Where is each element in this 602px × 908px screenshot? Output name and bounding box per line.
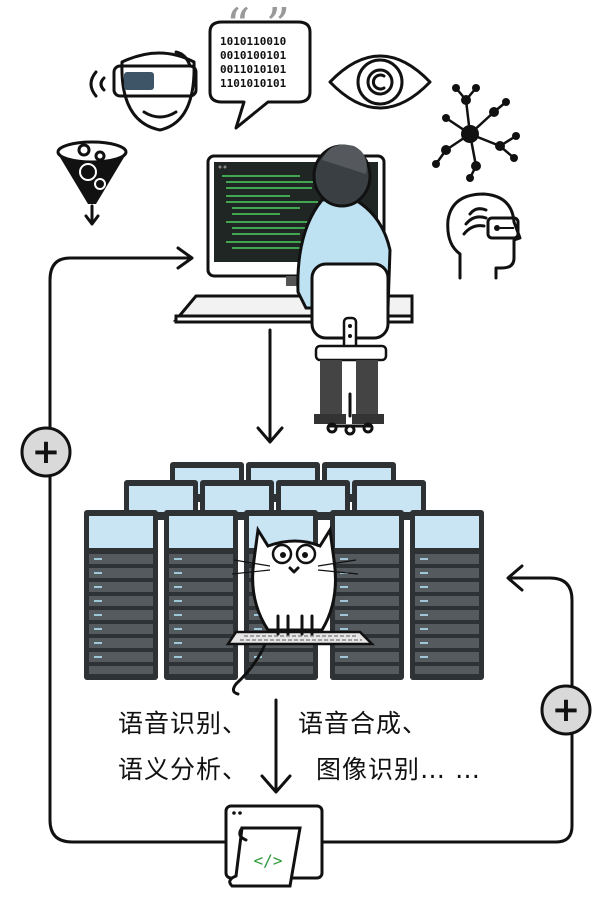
left-loop-line [48, 256, 230, 844]
eye-icon [328, 54, 432, 110]
binary-line: 0011010101 [220, 63, 287, 76]
caption-image-recognition: 图像识别… … [316, 755, 481, 784]
network-icon [432, 84, 520, 182]
programmer-at-desk [172, 144, 414, 436]
caption-semantic-analysis: 语义分析、 [118, 755, 248, 784]
caption-speech-synthesis: 语音合成、 [298, 709, 428, 738]
down-arrow [260, 698, 292, 794]
svg-text:+: + [552, 690, 581, 730]
binary-line: 1010110010 [220, 35, 286, 48]
caption-speech-recognition: 语音识别、 [118, 709, 248, 738]
cat-on-keyboard [225, 525, 376, 696]
down-arrow [256, 328, 284, 444]
plus-icon: + [20, 426, 72, 478]
head-profile-icon [446, 192, 522, 280]
svg-text:+: + [32, 432, 61, 472]
svg-text:“ ”: “ ” [226, 0, 290, 54]
code-scroll-icon: </> [224, 804, 324, 888]
funnel-icon [56, 140, 128, 226]
binary-line: 1101010101 [220, 77, 287, 90]
binary-line: 0010100101 [220, 49, 287, 62]
plus-icon: + [540, 684, 592, 736]
vr-headset-icon [89, 50, 198, 132]
svg-text:</>: </> [254, 851, 283, 870]
speech-bubble-icon: “ ” 1010110010 0010100101 0011010101 110… [208, 0, 312, 130]
